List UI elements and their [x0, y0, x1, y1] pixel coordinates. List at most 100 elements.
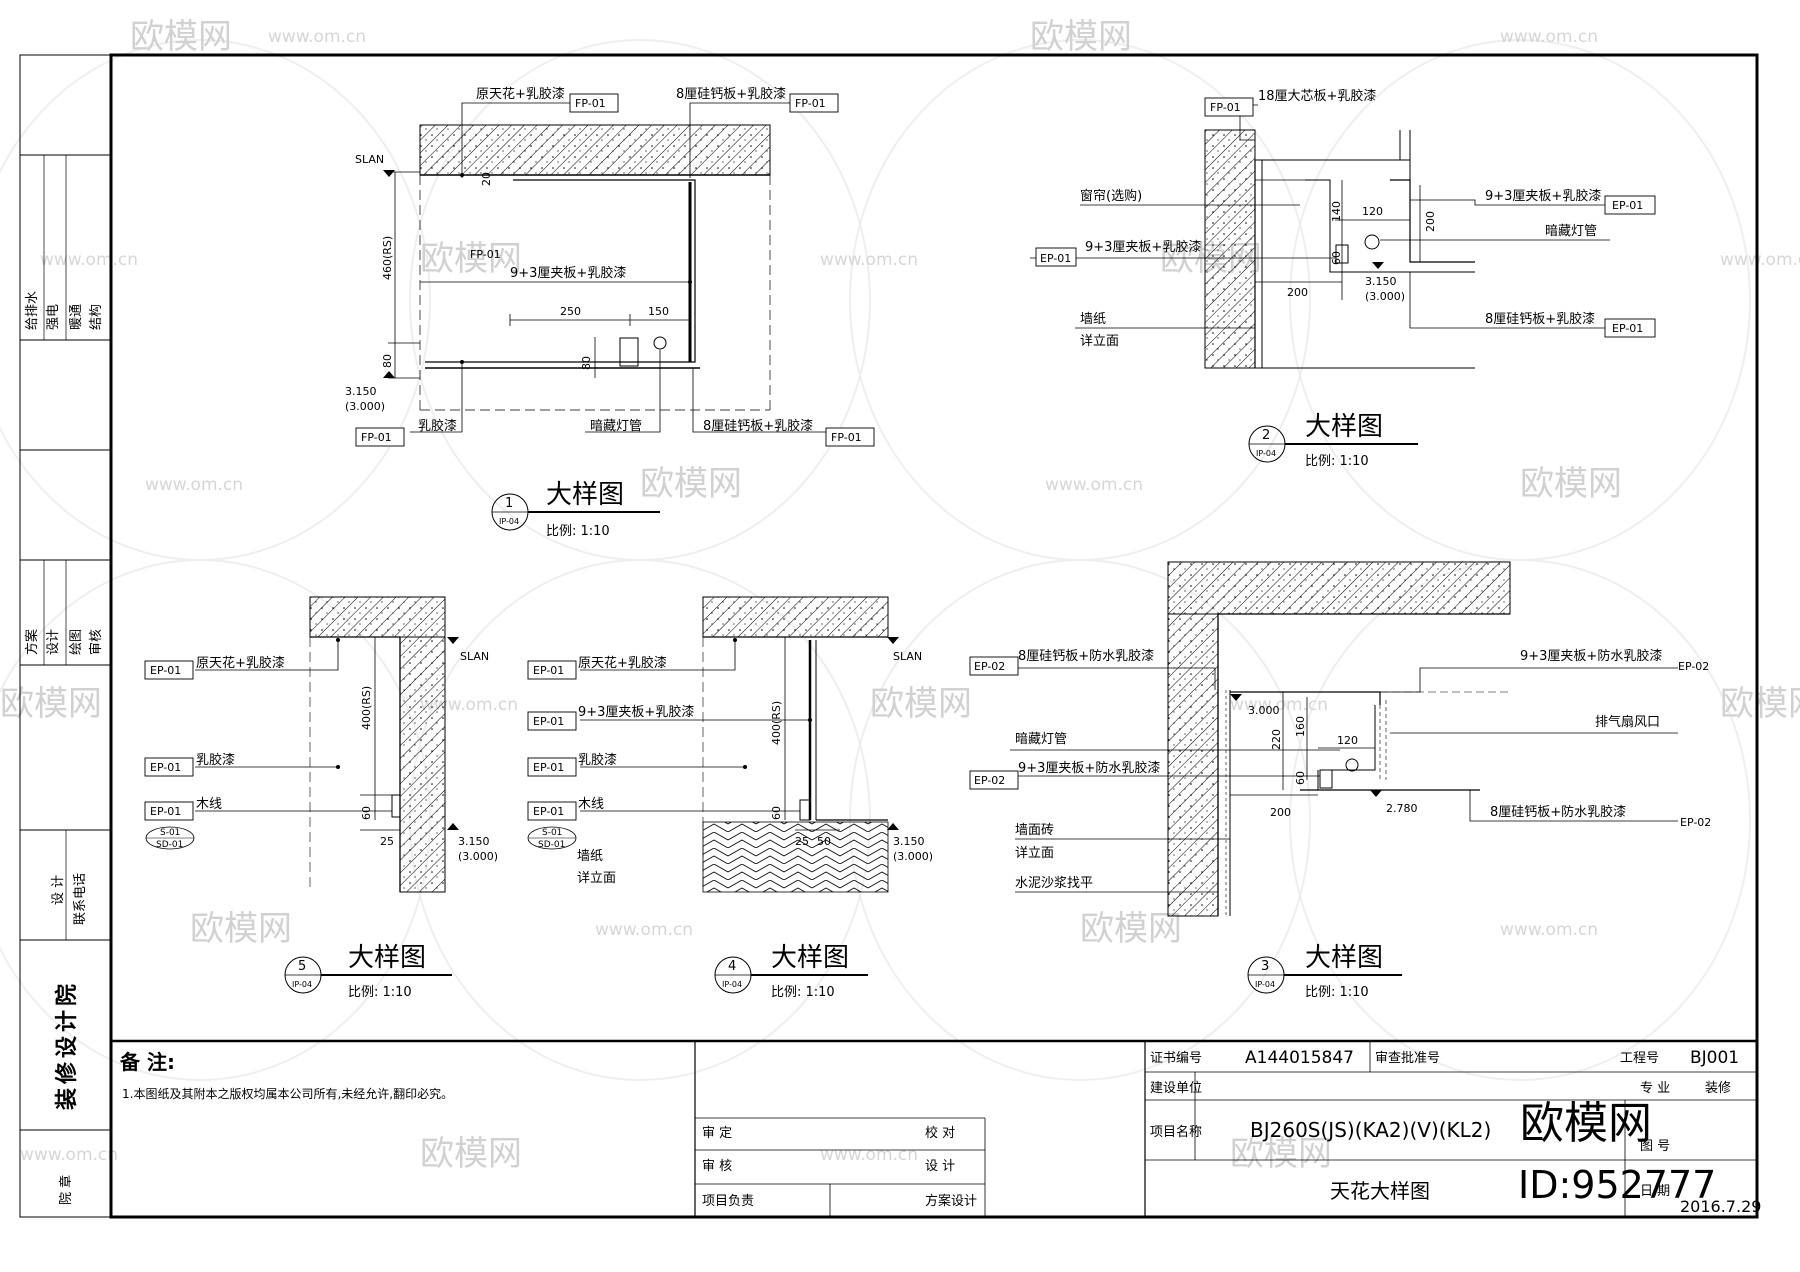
label-wallpaper: 墙纸: [577, 849, 603, 864]
notes-title: 备 注:: [119, 1050, 175, 1074]
dim-label: 120: [1362, 205, 1383, 218]
label-see-elev: 详立面: [1015, 846, 1054, 861]
sign-label: 审 核: [702, 1159, 732, 1174]
section-ref: SD-01: [538, 840, 565, 850]
level-slan: SLAN: [355, 153, 384, 166]
discipline-label: 专 业: [1640, 1081, 1670, 1096]
date-label: 日 期: [1640, 1184, 1670, 1199]
dim-label: 25: [380, 835, 394, 848]
watermark-logo: 欧模网: [1080, 909, 1182, 949]
level-value: 3.000: [1248, 704, 1280, 717]
label-plywood-left: 9+3厘夹板+乳胶漆: [1085, 239, 1201, 255]
dim-label: 200: [1424, 211, 1437, 232]
review-label: 审查批准号: [1375, 1051, 1440, 1066]
drawing-no-label: 图 号: [1640, 1139, 1670, 1154]
watermark-url: www.om.cn: [20, 1145, 118, 1165]
level-value: 3.150: [458, 835, 490, 848]
strip-label: 绘图: [69, 629, 84, 655]
watermark-logo: 欧模网: [1520, 464, 1622, 504]
finish-tag: EP-02: [974, 660, 1005, 673]
label-board-bottom: 8厘硅钙板+防水乳胶漆: [1490, 804, 1626, 820]
design-label: 设 计: [51, 875, 66, 905]
detail-5: SLAN 3.150 (3.000) 400(RS) 60 25 EP-01 原…: [144, 596, 498, 1000]
dim-label: 400(RS): [770, 701, 783, 745]
dim-label: 60: [1294, 771, 1307, 785]
finish-tag: FP-01: [795, 97, 826, 110]
detail-title: 大样图: [546, 480, 624, 510]
label-mortar: 水泥沙浆找平: [1015, 876, 1093, 891]
project-label: 项目名称: [1150, 1124, 1202, 1140]
sheet-ref: IP-04: [1256, 449, 1276, 458]
detail-title: 大样图: [771, 943, 849, 973]
label-hidden-lamp: 暗藏灯管: [590, 419, 642, 434]
label-plywood-right: 9+3厘夹板+防水乳胶漆: [1520, 648, 1662, 664]
level-value-2: (3.000): [893, 850, 933, 863]
finish-tag: EP-02: [1678, 660, 1709, 673]
strip-label: 结构: [89, 304, 104, 330]
strip-label: 给排水: [25, 291, 40, 330]
watermark-logo: 欧模网: [0, 684, 102, 724]
detail-number: 5: [298, 959, 306, 974]
watermark-logo: 欧模网: [1230, 1134, 1332, 1174]
detail-3: 3.000 160 220 120 60 200 2.780 EP-02 8厘硅…: [969, 561, 1711, 1000]
label-hidden-lamp: 暗藏灯管: [1015, 732, 1067, 747]
detail-title: 大样图: [348, 943, 426, 973]
watermark-logo: 欧模网: [130, 17, 232, 57]
dim-label: 250: [560, 305, 581, 318]
finish-tag: EP-01: [150, 805, 181, 818]
dim-label: 60: [1330, 251, 1343, 265]
cert-label: 证书编号: [1150, 1051, 1202, 1066]
watermark-url: www.om.cn: [1500, 27, 1598, 47]
section-ref: S-01: [542, 828, 562, 838]
strip-label: 审核: [89, 629, 104, 655]
label-wood-line: 木线: [578, 797, 604, 812]
sign-label: 设 计: [925, 1159, 955, 1174]
strip-label: 强电: [46, 304, 61, 330]
dim-label: 460(RS): [381, 236, 394, 280]
label-plywood-left: 9+3厘夹板+防水乳胶漆: [1018, 760, 1160, 776]
label-wood-line: 木线: [196, 797, 222, 812]
dim-label: 80: [381, 354, 394, 368]
detail-scale: 比例: 1:10: [1305, 985, 1369, 1000]
level-value: 3.150: [345, 385, 377, 398]
label-orig-ceiling: 原天花+乳胶漆: [476, 86, 565, 102]
label-tile: 墙面砖: [1015, 823, 1054, 838]
sheet-frame: [19, 53, 1759, 1219]
detail-number: 3: [1261, 959, 1269, 974]
detail-scale: 比例: 1:10: [348, 985, 412, 1000]
watermark-url: www.om.cn: [145, 475, 243, 495]
dim-label: 60: [770, 806, 783, 820]
phone-label: 联系电话: [73, 873, 88, 925]
seal-label: 院 章: [58, 1175, 74, 1205]
watermark-url: www.om.cn: [268, 27, 366, 47]
sign-label: 项目负责: [702, 1194, 754, 1209]
label-hidden-lamp: 暗藏灯管: [1545, 224, 1597, 239]
label-plywood: 9+3厘夹板+乳胶漆: [510, 265, 626, 281]
sheet-ref: IP-04: [499, 517, 519, 526]
detail-scale: 比例: 1:10: [771, 985, 835, 1000]
label-wallpaper: 墙纸: [1080, 312, 1106, 327]
big-watermark-logo: 欧模网: [1520, 1098, 1652, 1149]
finish-tag: EP-01: [533, 664, 564, 677]
finish-tag: FP-01: [361, 431, 392, 444]
level-value: 2.780: [1386, 802, 1418, 815]
level-value: 3.150: [893, 835, 925, 848]
watermark-url: www.om.cn: [595, 920, 693, 940]
label-fan: 排气扇风口: [1595, 714, 1660, 730]
watermark-url: www.om.cn: [1230, 695, 1328, 715]
finish-tag: EP-02: [974, 774, 1005, 787]
finish-tag: EP-01: [1612, 199, 1643, 212]
sign-label: 校 对: [925, 1125, 955, 1141]
label-curtain: 窗帘(选购): [1080, 188, 1142, 204]
dim-label: 20: [480, 172, 493, 186]
detail-title: 大样图: [1305, 943, 1383, 973]
watermark-url: www.om.cn: [1720, 250, 1800, 270]
section-ref: S-01: [160, 828, 180, 838]
title-block: 备 注: 1.本图纸及其附本之版权均属本公司所有,未经允许,翻印必究。 审 定 …: [111, 1039, 1761, 1217]
label-board-bottom: 8厘硅钙板+乳胶漆: [703, 418, 813, 434]
level-value-2: (3.000): [458, 850, 498, 863]
date-value: 2016.7.29: [1680, 1197, 1761, 1216]
detail-number: 2: [1262, 428, 1270, 443]
detail-scale: 比例: 1:10: [546, 524, 610, 539]
institute-name: 装修设计院: [54, 980, 80, 1110]
